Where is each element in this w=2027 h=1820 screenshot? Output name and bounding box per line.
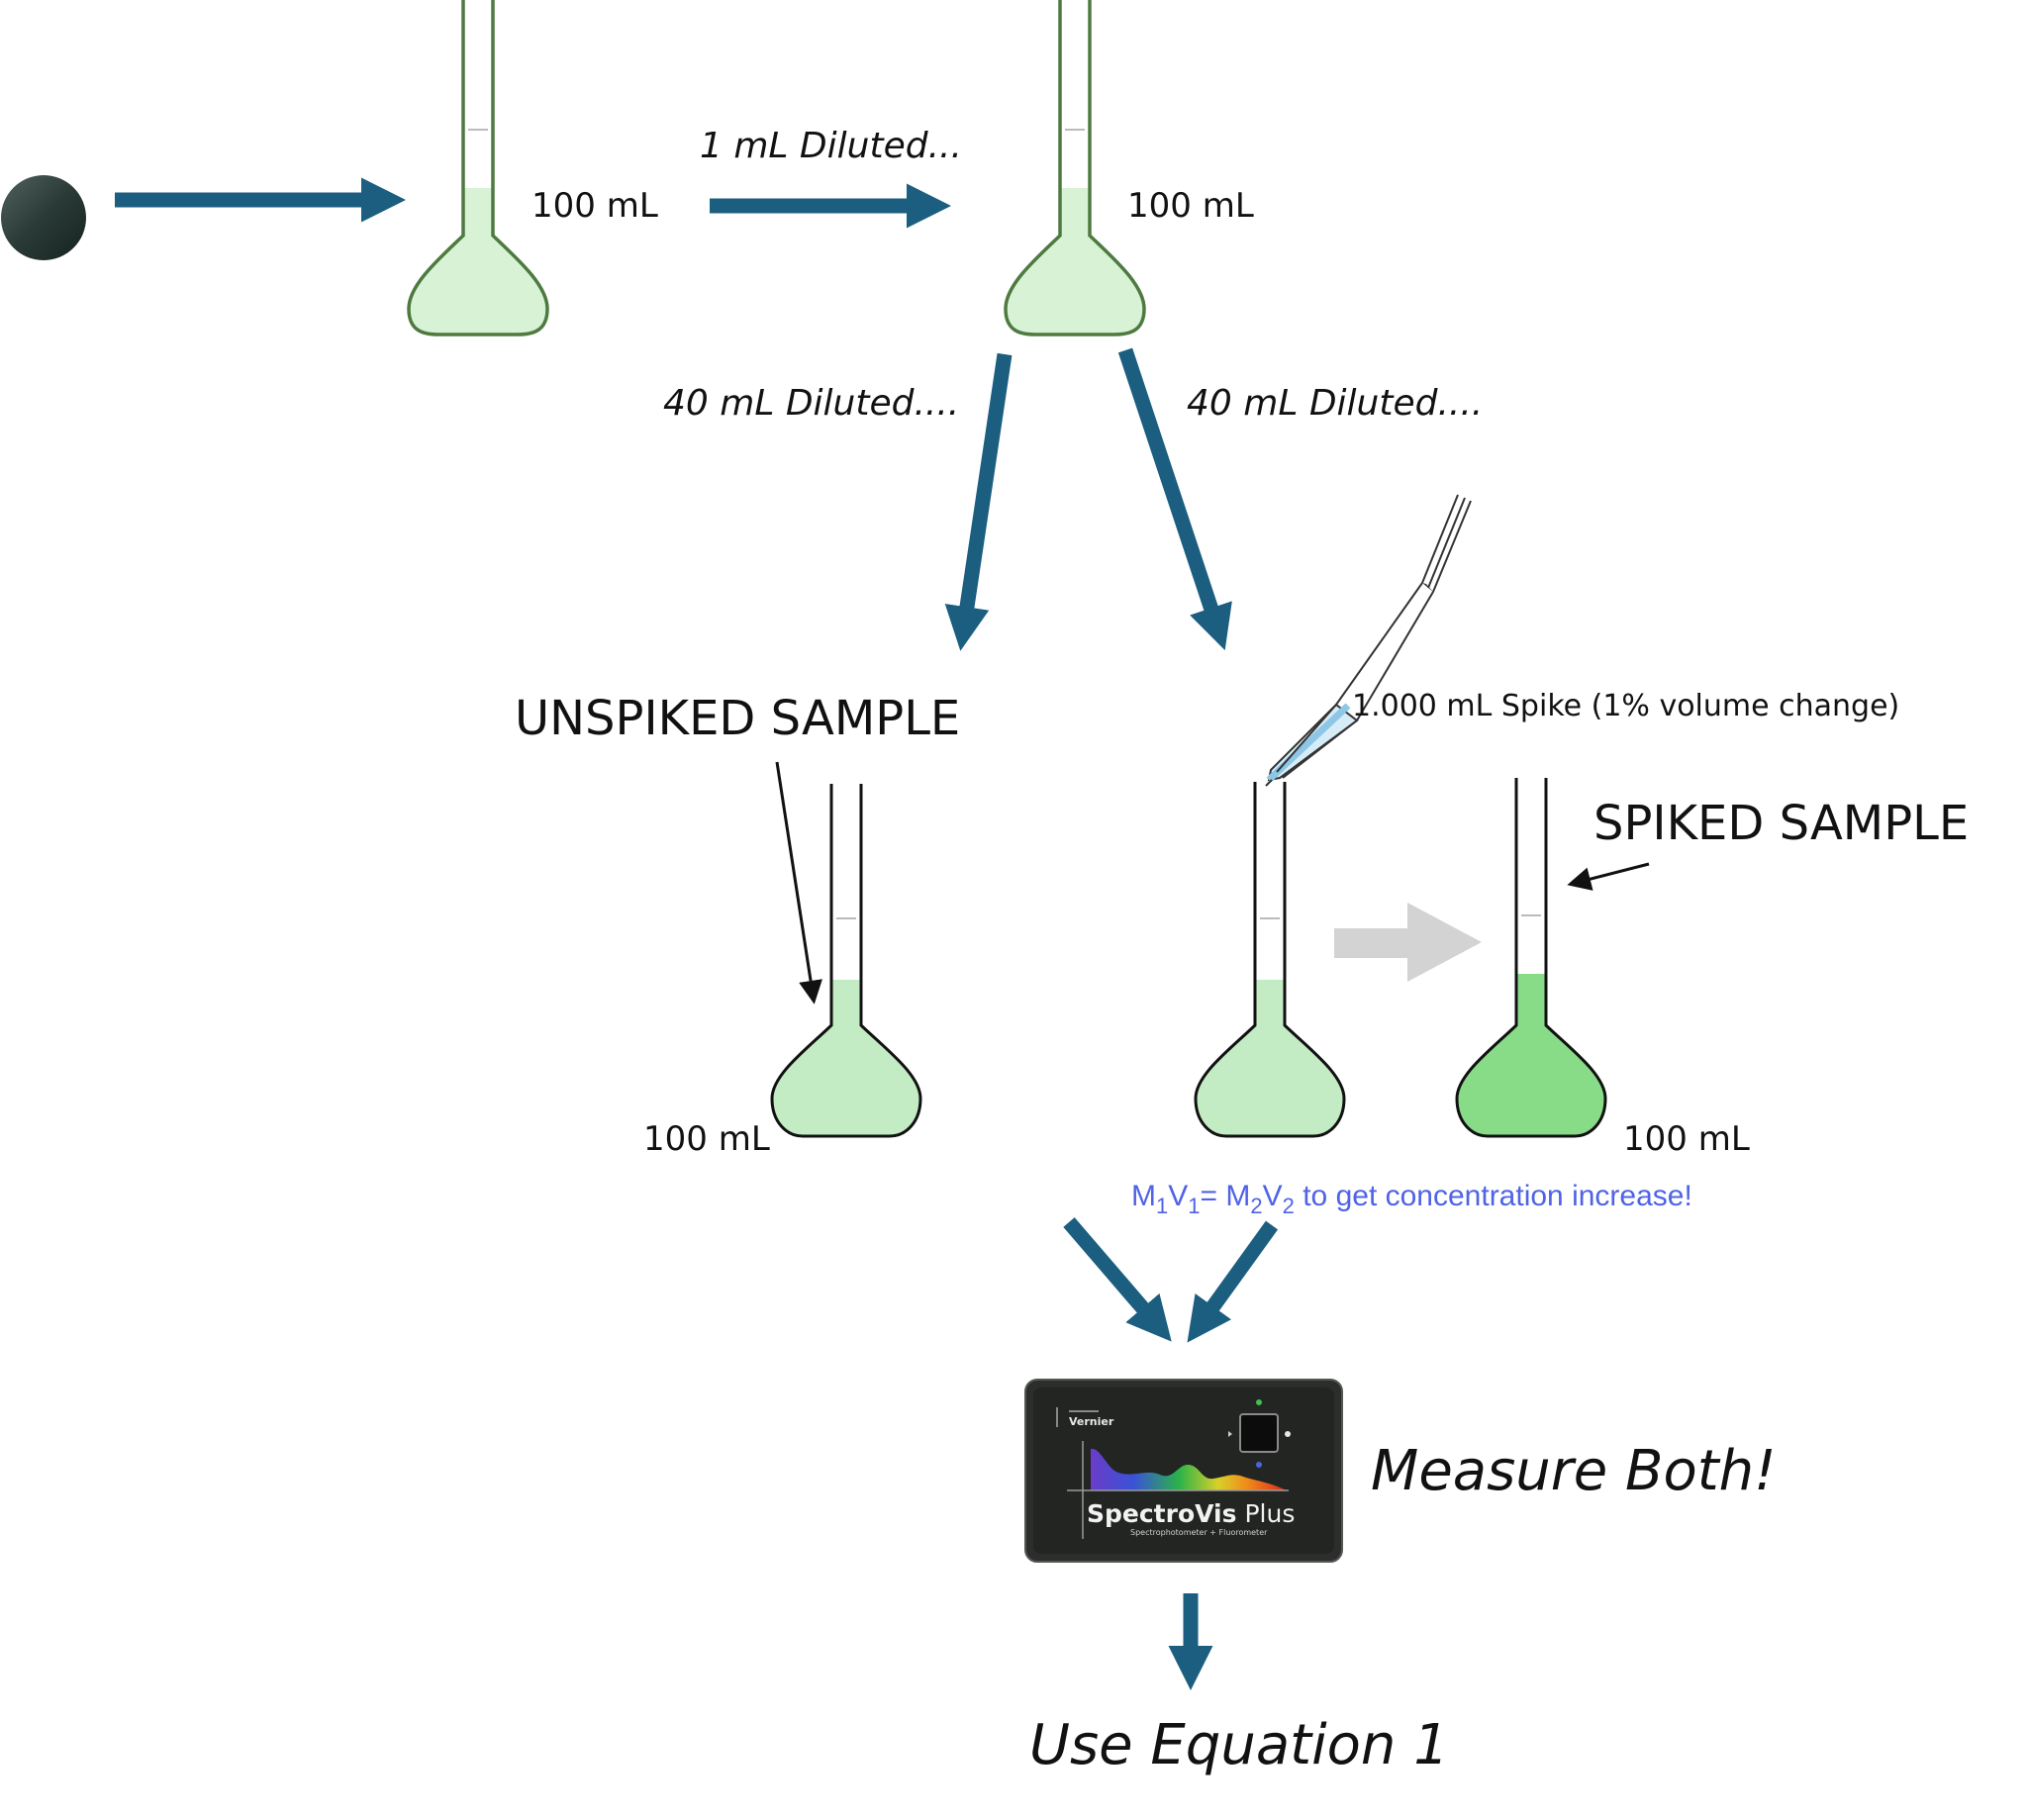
flask-volume-label: 100 mL [1127,186,1254,226]
arrow [1117,347,1232,651]
arrow [1187,1220,1279,1343]
sphere-icon [1,175,86,260]
arrow [1063,1217,1172,1342]
pipette-icon [1265,494,1472,787]
volumetric-flask-icon [1455,778,1607,1138]
use-equation-label: Use Equation 1 [1029,1713,1449,1777]
spectrovis-logo: SpectroVis Plus [1087,1499,1295,1528]
measure-both-label: Measure Both! [1371,1439,1777,1503]
step-label-1ml: 1 mL Diluted... [700,126,962,166]
device-subtitle: Spectrophotometer + Fluorometer [1130,1528,1268,1537]
step-label-40ml-left: 40 mL Diluted.... [663,383,959,424]
gray-arrow [1334,903,1482,982]
volumetric-flask-icon [407,0,549,336]
flask-volume-label: 100 mL [643,1119,770,1159]
spiked-sample-label: SPIKED SAMPLE [1593,796,1969,851]
arrow [944,352,1013,651]
pointer-arrow [1567,862,1650,891]
volumetric-flask-icon [1004,0,1146,336]
vernier-brand: Vernier [1069,1415,1114,1428]
flask-volume-label: 100 mL [531,186,658,226]
unspiked-sample-label: UNSPIKED SAMPLE [515,691,960,746]
equation-text: M1V1= M2V2 to get concentration increase… [1131,1180,1692,1218]
step-label-40ml-right: 40 mL Diluted.... [1187,383,1483,424]
flask-volume-label: 100 mL [1623,1119,1750,1159]
spectrometer-icon: Vernier SpectroVis Plus Spectrophotomete… [1024,1379,1343,1563]
pointer-arrow [775,761,822,1005]
volumetric-flask-icon [770,784,922,1138]
volumetric-flask-icon [1194,782,1346,1138]
spike-label: 1.000 mL Spike (1% volume change) [1352,689,1899,723]
